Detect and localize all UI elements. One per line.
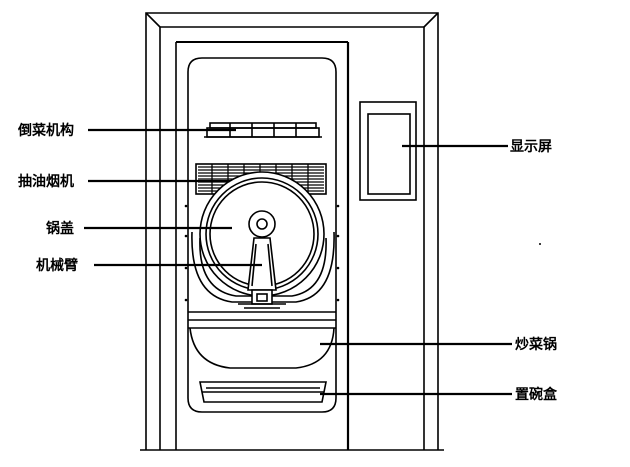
cabinet-outline (140, 12, 444, 451)
flip-mechanism (204, 122, 322, 138)
label-range-hood: 抽油烟机 (18, 173, 74, 190)
label-flip-mechanism: 倒菜机构 (17, 122, 74, 139)
display-screen (359, 101, 417, 201)
label-wok: 炒菜锅 (515, 336, 557, 353)
leader-lines (84, 128, 512, 396)
door-frame (175, 41, 350, 450)
glass-window (187, 57, 337, 413)
side-dots (184, 204, 541, 302)
label-bowl-box: 置碗盒 (515, 386, 558, 403)
label-mechanical-arm: 机械臂 (36, 257, 78, 274)
wok-pan (188, 311, 336, 369)
label-display-screen: 显示屏 (510, 139, 552, 155)
label-pot-lid: 锅盖 (46, 220, 74, 237)
bowl-box (199, 381, 327, 403)
